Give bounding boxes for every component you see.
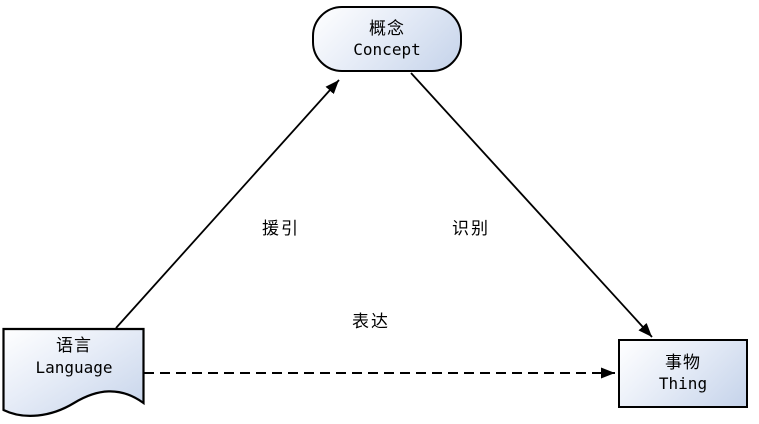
edge-label-identify: 识别 bbox=[452, 219, 490, 239]
edge-label-refer: 援引 bbox=[262, 219, 300, 239]
node-language-label-zh: 语言 bbox=[56, 336, 92, 356]
node-concept-label-en: Concept bbox=[353, 39, 421, 59]
node-concept: 概念 Concept bbox=[312, 6, 462, 72]
node-thing: 事物 Thing bbox=[618, 339, 748, 408]
edge-identify-line bbox=[410, 72, 653, 338]
node-concept-label-zh: 概念 bbox=[369, 18, 405, 39]
edge-label-express: 表达 bbox=[352, 312, 390, 332]
document-shape bbox=[2, 327, 145, 417]
edge-refer-line bbox=[115, 79, 340, 329]
node-thing-label-zh: 事物 bbox=[665, 353, 701, 373]
node-language: 语言 Language bbox=[2, 327, 146, 421]
node-language-label-en: Language bbox=[35, 358, 113, 377]
node-thing-label-en: Thing bbox=[658, 374, 708, 393]
